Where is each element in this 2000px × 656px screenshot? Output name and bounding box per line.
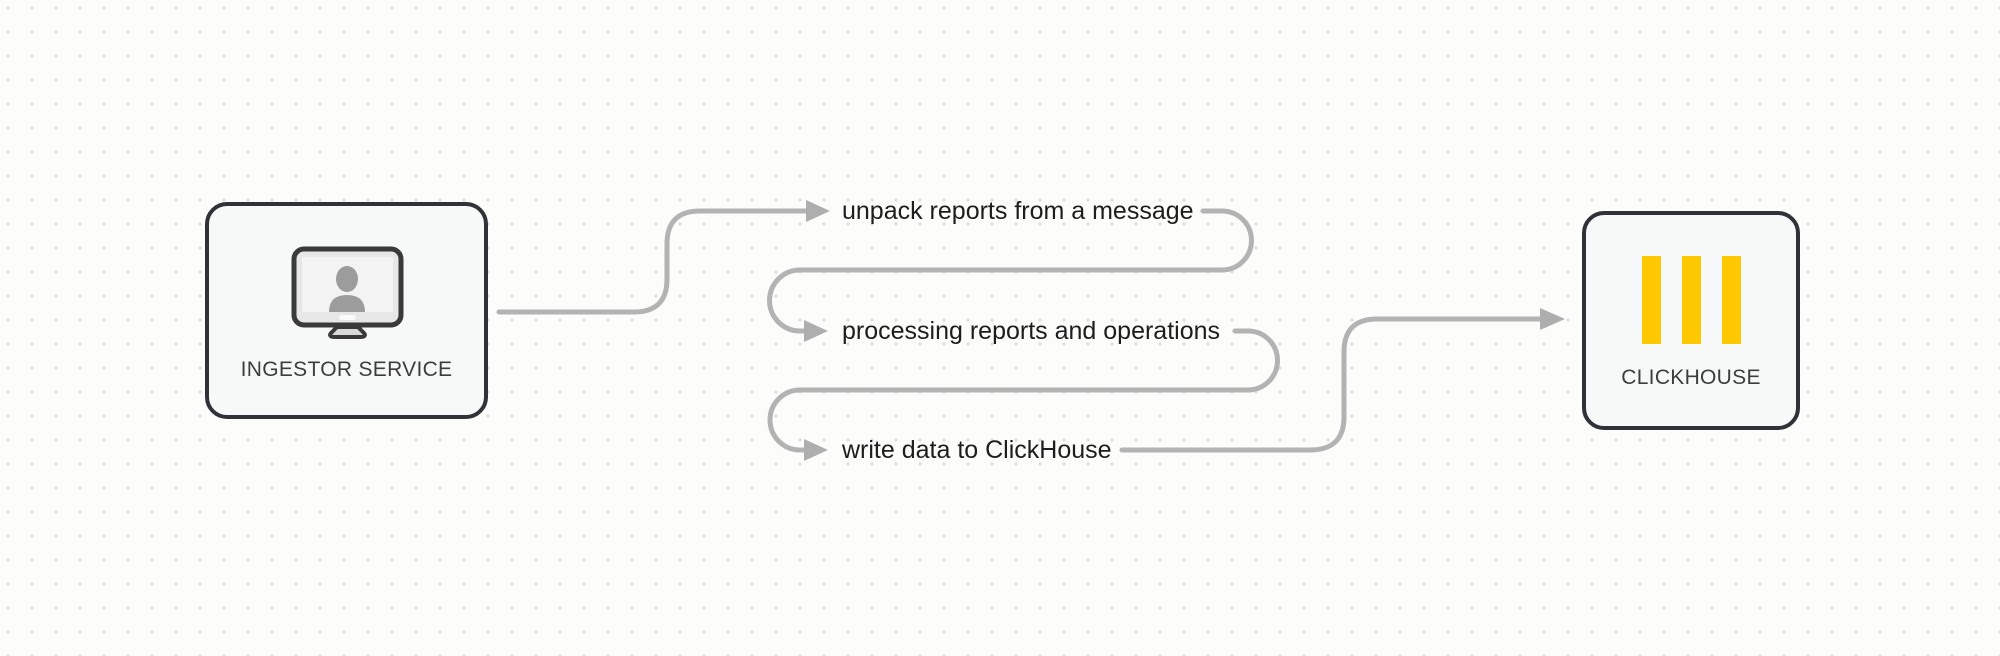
monitor-user-icon (291, 246, 403, 339)
clickhouse-bar (1721, 255, 1741, 344)
clickhouse-bar (1681, 255, 1701, 344)
connector-step2-to-step3 (767, 328, 1280, 453)
arrowhead-step3 (804, 439, 828, 461)
arrowhead-step1 (806, 200, 830, 222)
node-clickhouse: CLICKHOUSE (1582, 211, 1800, 430)
clickhouse-label: CLICKHOUSE (1621, 365, 1761, 389)
ingestor-service-label: INGESTOR SERVICE (240, 357, 453, 381)
node-ingestor-service: INGESTOR SERVICE (205, 202, 488, 419)
arrowhead-step2 (804, 320, 828, 342)
clickhouse-bars-icon (1641, 255, 1741, 344)
step-label-unpack: unpack reports from a message (842, 197, 1194, 225)
step-label-processing: processing reports and operations (842, 317, 1221, 345)
step-label-write: write data to ClickHouse (842, 436, 1112, 464)
connector-step3-to-clickhouse (1119, 316, 1545, 453)
connector-step1-to-step2 (767, 208, 1254, 334)
clickhouse-bar (1641, 255, 1661, 344)
arrowhead-clickhouse (1540, 308, 1565, 330)
connector-ingestor-to-step1 (496, 208, 811, 315)
